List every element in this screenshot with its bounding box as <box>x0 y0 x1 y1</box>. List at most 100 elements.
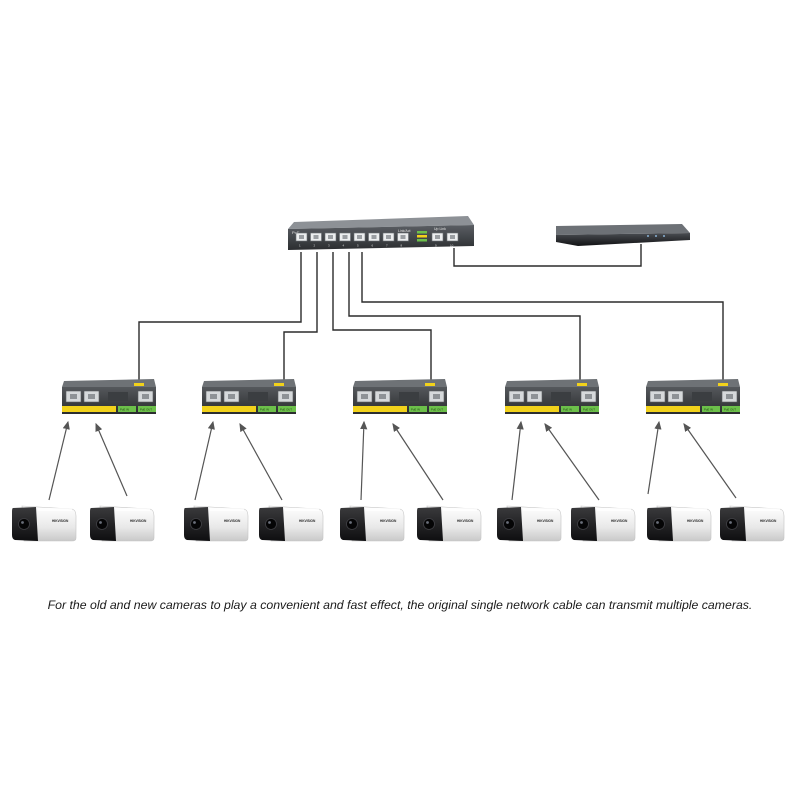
extender-yellow-strip <box>202 406 256 412</box>
extender-green-strip <box>581 406 599 412</box>
camera-brand-text: HIKVISION <box>687 519 704 523</box>
bullet-camera: HIKVISION <box>497 505 562 542</box>
switch-port-label: 10 <box>450 244 454 248</box>
camera-sunshade <box>523 508 557 511</box>
switch-port-label: 6 <box>372 244 374 248</box>
cable-to-extender-5 <box>361 252 724 381</box>
camera-sunshade <box>746 508 780 511</box>
extender-top-panel <box>62 379 156 387</box>
arrow-group <box>48 420 737 501</box>
extender-label: PoE IN <box>120 408 129 412</box>
extender-green-strip <box>409 406 427 412</box>
bullet-camera: HIKVISION <box>12 505 77 542</box>
extender-vent <box>108 392 128 401</box>
extender-label: PoE OUT <box>140 408 152 412</box>
camera-sunshade <box>210 508 244 511</box>
extender-yellow-strip <box>646 406 700 412</box>
extender-led <box>577 383 587 386</box>
extender-label: PoE IN <box>563 408 572 412</box>
camera-link-arrow <box>392 422 444 501</box>
extender-label: PoE OUT <box>724 408 736 412</box>
extender-green-strip <box>722 406 740 412</box>
switch-port: 8 <box>397 232 409 248</box>
switch-port: 10 <box>446 232 459 248</box>
bullet-camera: HIKVISION <box>571 505 636 542</box>
switch-front-panel <box>288 225 474 250</box>
camera-lens-glare <box>656 521 659 524</box>
camera-brand-text: HIKVISION <box>52 519 69 523</box>
nvr-led <box>655 235 657 237</box>
switch-top-panel <box>288 216 474 229</box>
camera-lens <box>726 518 738 530</box>
bullet-camera: HIKVISION <box>90 505 155 542</box>
camera-lens-glare <box>21 521 24 524</box>
bullet-camera: HIKVISION <box>259 505 324 542</box>
camera-brand-text: HIKVISION <box>537 519 554 523</box>
extender-top-panel <box>202 379 296 387</box>
extender-yellow-strip <box>62 406 116 412</box>
extender-green-strip <box>429 406 447 412</box>
camera-brand-text: HIKVISION <box>457 519 474 523</box>
cable-to-extender-1 <box>138 252 302 384</box>
camera-sunshade <box>366 508 400 511</box>
extender-green-strip <box>561 406 579 412</box>
switch-port-label: 4 <box>343 244 345 248</box>
camera-lens <box>653 518 665 530</box>
camera-link-arrow <box>194 420 215 501</box>
camera-brand-text: HIKVISION <box>130 519 147 523</box>
switch-port: 5 <box>353 232 366 248</box>
camera-lens <box>265 518 277 530</box>
switch-led <box>417 231 427 234</box>
diagram-caption: For the old and new cameras to play a co… <box>47 598 753 612</box>
extender-vent <box>248 392 268 401</box>
extender-green-strip <box>118 406 136 412</box>
camera-lens <box>503 518 515 530</box>
nvr-front-panel <box>556 233 690 246</box>
extender-top-panel <box>646 379 740 387</box>
switch-port-label: 3 <box>328 244 330 248</box>
camera-link-arrow <box>48 420 70 501</box>
switch-port-label: 7 <box>386 244 388 248</box>
camera-lens <box>190 518 202 530</box>
camera-link-arrow <box>544 423 600 501</box>
extender-label: PoE OUT <box>280 408 292 412</box>
extender-led <box>274 383 284 386</box>
camera-group: HIKVISION HIKVISION HIKVISION HIKVISION HIKV… <box>12 505 785 542</box>
camera-brand-text: HIKVISION <box>611 519 628 523</box>
cable-to-extender-3 <box>332 252 432 384</box>
extender-label: PoE IN <box>411 408 420 412</box>
switch-port: 7 <box>382 232 395 248</box>
camera-lens <box>577 518 589 530</box>
switch-led <box>417 239 427 242</box>
camera-sunshade <box>116 508 150 511</box>
camera-link-arrow <box>683 423 737 499</box>
extender-green-strip <box>278 406 296 412</box>
extender-yellow-strip <box>353 406 407 412</box>
extender-yellow-strip <box>505 406 559 412</box>
camera-lens <box>423 518 435 530</box>
switch-uplink-label: Up Link <box>434 227 446 231</box>
camera-link-arrow <box>360 420 368 501</box>
camera-lens-glare <box>268 521 271 524</box>
cable-switch-to-nvr <box>453 244 642 267</box>
camera-link-arrow <box>647 420 662 495</box>
nvr-top-panel <box>556 224 690 235</box>
switch-port: 9 <box>431 232 444 248</box>
camera-lens-glare <box>729 521 732 524</box>
cable-to-extender-2 <box>283 252 318 384</box>
switch-link-label: Link/Act <box>398 229 410 233</box>
switch-port-label: 5 <box>357 244 359 248</box>
extender-led <box>718 383 728 386</box>
camera-sunshade <box>285 508 319 511</box>
bullet-camera: HIKVISION <box>417 505 482 542</box>
switch-led <box>417 235 427 238</box>
switch-poe-label: PoE <box>292 230 300 235</box>
camera-lens-glare <box>580 521 583 524</box>
extender-vent <box>399 392 419 401</box>
